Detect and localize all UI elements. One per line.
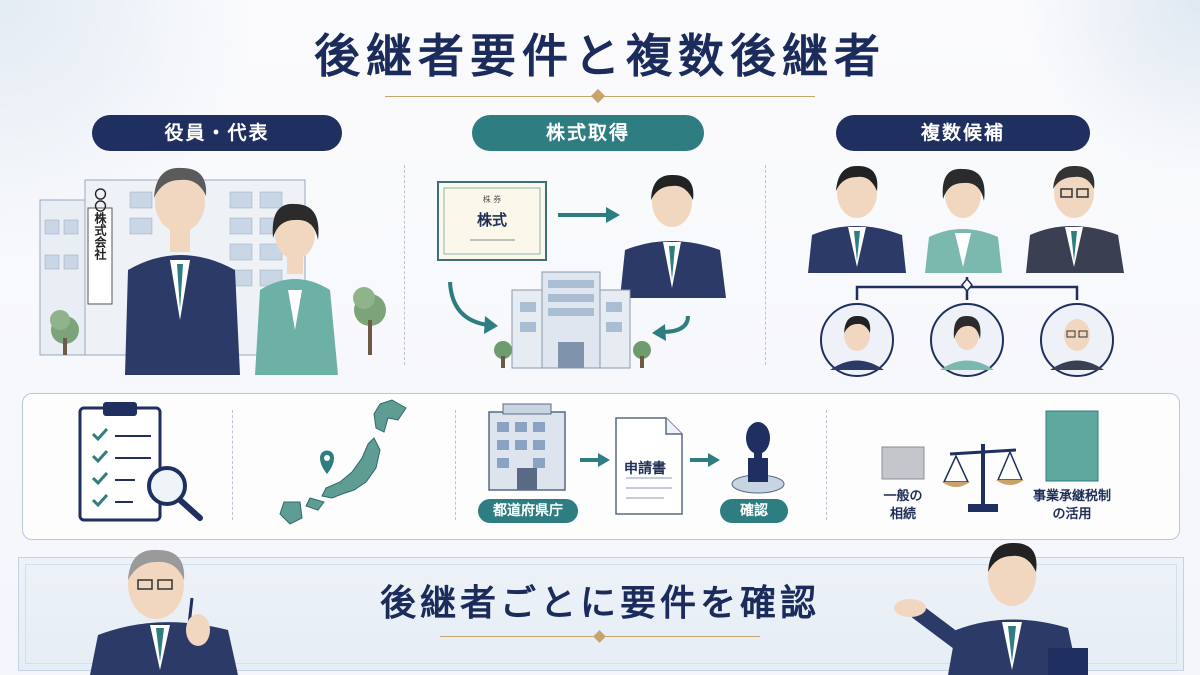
general-inheritance-block — [881, 446, 925, 480]
curved-arrow-icon — [448, 281, 690, 341]
business-succession-tax-label-line1: 事業承継税制 — [1032, 489, 1111, 504]
arrow-right-icon — [580, 453, 610, 467]
business-succession-tax-label-line2: の活用 — [1052, 507, 1092, 522]
checklist-magnifier-icon — [78, 402, 203, 522]
general-inheritance-label: 一般の 相続 — [866, 488, 940, 524]
share-acquisition-illustration: 株 券 株式 — [437, 174, 726, 369]
arrow-right-icon — [690, 453, 720, 467]
requirements-panel — [22, 393, 1180, 540]
candidate-woman-icon — [925, 168, 1002, 273]
requirements-divider — [232, 410, 233, 520]
candidate-avatar — [820, 303, 894, 377]
section-label-officer: 役員・代表 — [92, 115, 342, 151]
application-document-icon — [615, 417, 683, 515]
confirm-label: 確認 — [720, 499, 788, 523]
approval-stamp-icon — [731, 422, 785, 494]
multiple-candidates-illustration — [808, 165, 1124, 377]
application-document-label: 申請書 — [624, 461, 666, 477]
office-building-icon — [494, 271, 651, 369]
balance-scale-icon — [942, 444, 1024, 512]
requirements-divider — [455, 410, 456, 520]
certificate-text: 株式 — [477, 211, 507, 229]
section-divider — [765, 165, 766, 365]
title-diamond-ornament — [590, 88, 606, 104]
executive-man-icon — [125, 167, 240, 375]
certificate-header: 株 券 — [483, 194, 502, 204]
tree-icon — [50, 287, 386, 355]
business-succession-tax-block — [1045, 410, 1099, 482]
presenter-icon — [894, 542, 1088, 675]
successor-man-icon — [620, 174, 726, 298]
general-inheritance-label-line1: 一般の — [883, 489, 923, 504]
business-succession-tax-label: 事業承継税制 の活用 — [1022, 488, 1122, 524]
prefectural-office-icon — [488, 403, 566, 491]
officer-illustration: 〇〇株式会社 — [39, 167, 386, 375]
candidate-man-glasses-icon — [1026, 165, 1124, 273]
section-divider — [404, 165, 405, 365]
executive-woman-icon — [255, 203, 338, 375]
share-certificate-icon — [437, 181, 547, 261]
section-label-candidates: 複数候補 — [836, 115, 1090, 151]
candidate-man-icon — [808, 165, 906, 273]
conclusion-banner-text: 後継者ごとに要件を確認 — [379, 582, 820, 624]
branch-connector — [855, 277, 1079, 300]
company-sign: 〇〇株式会社 — [93, 187, 107, 260]
candidate-avatar — [930, 303, 1004, 377]
general-inheritance-label-line2: 相続 — [889, 507, 916, 522]
arrow-right-icon — [558, 207, 620, 223]
candidate-avatar — [1040, 303, 1114, 377]
prefectural-office-label: 都道府県庁 — [478, 499, 578, 523]
section-label-shares: 株式取得 — [472, 115, 704, 151]
requirements-divider — [826, 410, 827, 520]
japan-map-icon — [279, 399, 407, 525]
page-title: 後継者要件と複数後継者 — [314, 29, 886, 83]
senior-advisor-icon — [90, 549, 238, 675]
